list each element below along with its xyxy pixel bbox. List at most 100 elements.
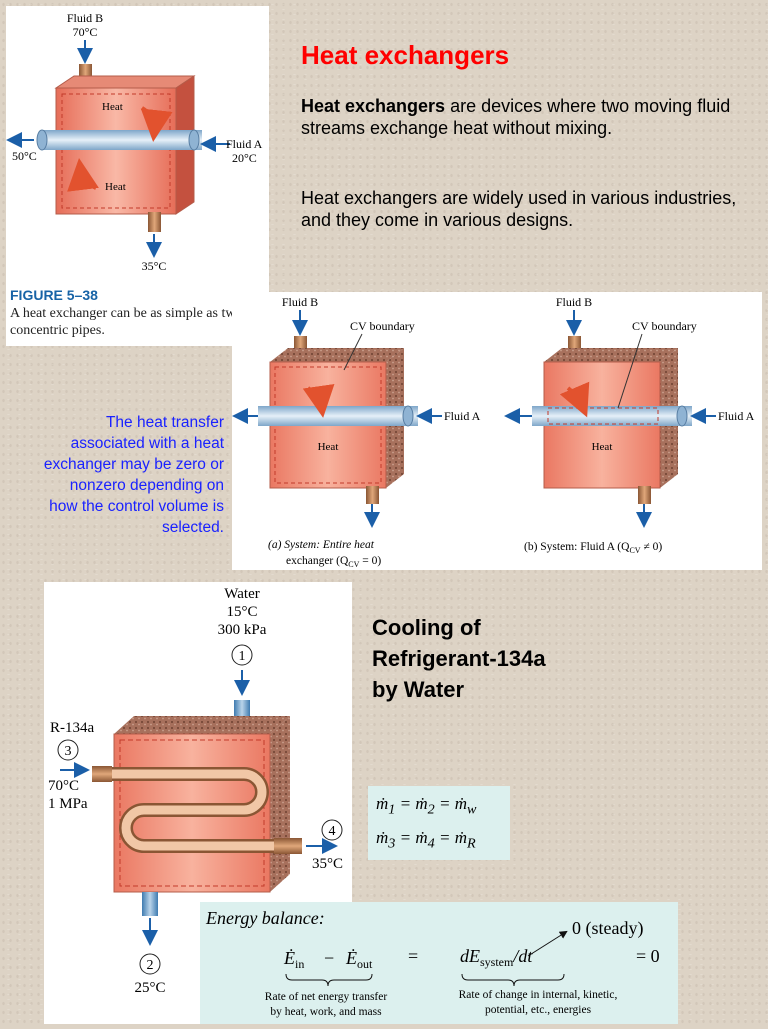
right-note-2: potential, etc., energies (485, 1004, 592, 1016)
equals-zero: = 0 (636, 946, 660, 966)
cv-boundary-label-b: CV boundary (632, 319, 697, 333)
mass-eq-water: ṁ1 = ṁ2 = ṁw (376, 794, 477, 818)
energy-balance-equation: Energy balance: 0 (steady) Ėin − Ėout = … (205, 908, 660, 1018)
inner-pipe-a (258, 406, 418, 426)
fluid-a-label: Fluid A (226, 137, 263, 151)
bottom-nozzle (148, 212, 161, 232)
de-dt: dEsystem/dt (460, 946, 533, 969)
energy-balance-box: Energy balance: 0 (steady) Ėin − Ėout = … (200, 902, 678, 1024)
minus-sign: − (324, 948, 334, 968)
right-underbrace (461, 973, 565, 987)
energy-out: Ėout (345, 948, 373, 971)
caption-a-line2: exchanger (QCV = 0) (286, 555, 381, 569)
cv-leader-b (617, 333, 643, 409)
fluid-a-label-b: Fluid A (718, 409, 755, 423)
mass-balance-box: ṁ1 = ṁ2 = ṁw ṁ3 = ṁ4 = ṁR (368, 786, 510, 860)
equals-sign: = (408, 946, 418, 966)
inner-pipe (42, 130, 202, 150)
fluid-a-label-a: Fluid A (444, 409, 481, 423)
r134a-cooling-diagram: Water 15°C 300 kPa 1 R-134a 3 70°C 1 MPa… (48, 586, 343, 996)
system-b-diagram: Fluid B Heat Fluid A CV boundary (b) Sys… (504, 295, 755, 555)
uses-paragraph: Heat exchangers are widely used in vario… (301, 188, 737, 230)
fluid-b-label-a: Fluid B (282, 295, 318, 309)
cooling-title-line3: by Water (372, 677, 465, 702)
fluid-a-temp: 20°C (232, 151, 257, 165)
water-outlet-pipe (142, 892, 158, 916)
fluid-b-label-b: Fluid B (556, 295, 592, 309)
inner-pipe-b (532, 406, 692, 426)
figure-number: FIGURE 5–38 (10, 287, 98, 303)
control-volume-figure-panel: Fluid B Heat Fluid A CV boundary (a) Sys… (232, 292, 762, 570)
caption-a: (a) System: Entire heat (268, 539, 375, 551)
state-2-label: 2 (147, 958, 154, 973)
cv-boundary-label-a: CV boundary (350, 319, 415, 333)
figure-5-38-panel: Fluid B 70°C Heat Heat Fluid A 20°C 50°C… (6, 6, 269, 346)
heat-arrow-up-icon (67, 158, 99, 192)
fluid-b-label: Fluid B (67, 11, 103, 25)
concentric-pipe-diagram: Fluid B 70°C Heat Heat Fluid A 20°C 50°C… (6, 11, 263, 273)
cv-boundary-3 (119, 739, 265, 887)
pipe-end-b (676, 405, 688, 427)
heat-arrow-b-icon (559, 381, 590, 418)
control-volume-diagram: Fluid B Heat Fluid A CV boundary (a) Sys… (232, 295, 755, 569)
state-4-circle (321, 819, 343, 841)
cv-dashed-boundary (61, 93, 171, 209)
intro-rest: are devices where two moving fluid strea… (301, 96, 731, 138)
heat-arrow-a-icon (302, 383, 335, 418)
fluid-b-temp: 70°C (73, 25, 98, 39)
heat-label-a: Heat (318, 441, 339, 453)
left-out-temp: 50°C (12, 149, 37, 163)
water-label: Water (224, 586, 259, 602)
cooling-title-line2: Refrigerant-134a (372, 646, 546, 671)
insulation-top-a (270, 348, 404, 362)
right-note-1: Rate of change in internal, kinetic, (459, 989, 618, 1001)
energy-in: Ėin (283, 948, 304, 971)
serpentine-tube (100, 769, 280, 851)
cooling-title: Cooling of Refrigerant-134a by Water (372, 612, 546, 705)
insulation-side (270, 716, 290, 892)
figure-caption: A heat exchanger can be as simple as two… (10, 306, 243, 338)
heat-arrow-down-icon (140, 106, 173, 142)
bottom-out-temp: 35°C (142, 259, 167, 273)
caption-b: (b) System: Fluid A (QCV ≠ 0) (524, 541, 662, 555)
steady-label: 0 (steady) (572, 918, 643, 939)
r134a-label: R-134a (50, 720, 95, 736)
r134a-pressure: 1 MPa (48, 796, 88, 812)
state-3-circle (57, 739, 79, 761)
state-1-circle (231, 644, 253, 666)
state-1-label: 1 (239, 649, 246, 664)
out4-temp: 35°C (312, 856, 343, 872)
insulation-top-b (544, 348, 678, 362)
energy-balance-title: Energy balance: (205, 908, 325, 928)
cv-leader-a (343, 333, 363, 371)
heat-label-b: Heat (592, 441, 613, 453)
slide-title: Heat exchangers (301, 40, 510, 70)
mass-eq-refrigerant: ṁ3 = ṁ4 = ṁR (376, 828, 476, 852)
steady-arrow (527, 930, 568, 957)
water-pressure: 300 kPa (218, 622, 267, 638)
pipe-left-end (36, 129, 48, 151)
bottom-nozzle-b (638, 486, 651, 504)
insulation-top (114, 716, 290, 734)
pipe-end-a (402, 405, 414, 427)
left-underbrace (285, 973, 373, 987)
pipe-right-end (188, 129, 200, 151)
intro-bold-term: Heat exchangers (301, 96, 446, 116)
bottom-nozzle-a (366, 486, 379, 504)
water-temp: 15°C (226, 604, 257, 620)
state-4-label: 4 (329, 824, 336, 839)
cooling-title-line1: Cooling of (372, 615, 481, 640)
out2-temp: 25°C (134, 980, 165, 996)
left-note-1: Rate of net energy transfer (265, 991, 388, 1003)
heat-bottom-label: Heat (105, 181, 126, 193)
intro-paragraph: Heat exchangers are devices where two mo… (301, 95, 741, 139)
control-volume-note: The heat transfer associated with a heat… (43, 414, 224, 536)
r134a-inlet-pipe (92, 766, 112, 782)
r134a-outlet-pipe (274, 838, 302, 854)
box-top-face (54, 75, 196, 89)
system-a-diagram: Fluid B Heat Fluid A CV boundary (a) Sys… (232, 295, 481, 569)
state-2-circle (139, 953, 161, 975)
left-note-2: by heat, work, and mass (270, 1006, 382, 1018)
r134a-temp: 70°C (48, 778, 79, 794)
heat-top-label: Heat (102, 101, 123, 113)
